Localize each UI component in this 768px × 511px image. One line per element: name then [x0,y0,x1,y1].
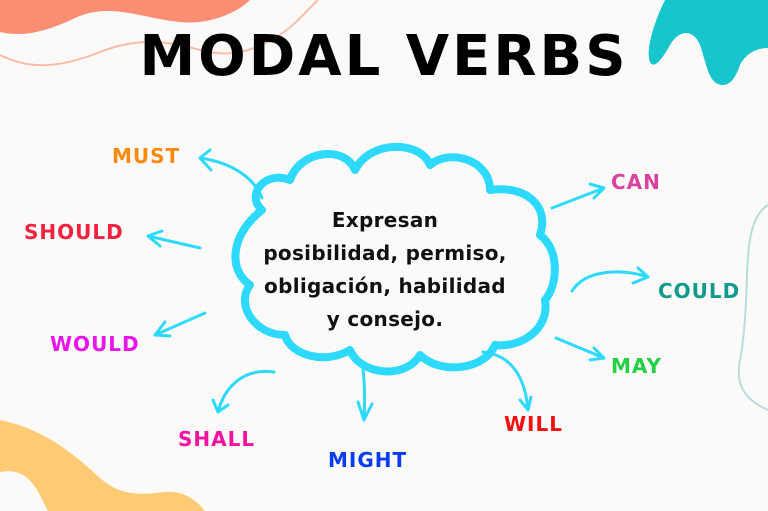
page-title: MODAL VERBS [139,24,629,89]
verb-would: WOULD [50,332,140,356]
verb-must: MUST [112,144,181,168]
description-line: Expresan [331,208,439,232]
yellow-blob [0,420,205,511]
coral-blob [0,0,250,35]
verb-may: MAY [611,354,662,378]
description-line: y consejo. [326,307,444,331]
verb-can: CAN [611,170,661,194]
teal-wave-line [737,204,768,411]
verb-shall: SHALL [178,427,256,451]
verb-should: SHOULD [24,220,124,244]
arrow-to-would [153,311,207,338]
verb-will: WILL [504,412,563,436]
arrow-to-should [146,229,202,250]
arrow-to-will [481,350,533,412]
arrow-to-shall [211,369,276,414]
cloud-description: Expresan posibilidad, permiso, obligació… [220,204,550,336]
arrow-to-can [550,182,606,210]
cloud-outline [231,142,559,376]
arrow-to-must [198,148,264,200]
coral-wave-line [0,0,319,67]
description-line: posibilidad, permiso, [263,241,507,265]
arrow-to-may [554,336,606,362]
verb-could: COULD [658,279,741,303]
teal-blob [648,0,768,86]
arrow-to-might [356,368,374,422]
arrow-to-could [570,266,650,293]
verb-might: MIGHT [328,448,408,472]
description-line: obligación, habilidad [264,274,506,298]
